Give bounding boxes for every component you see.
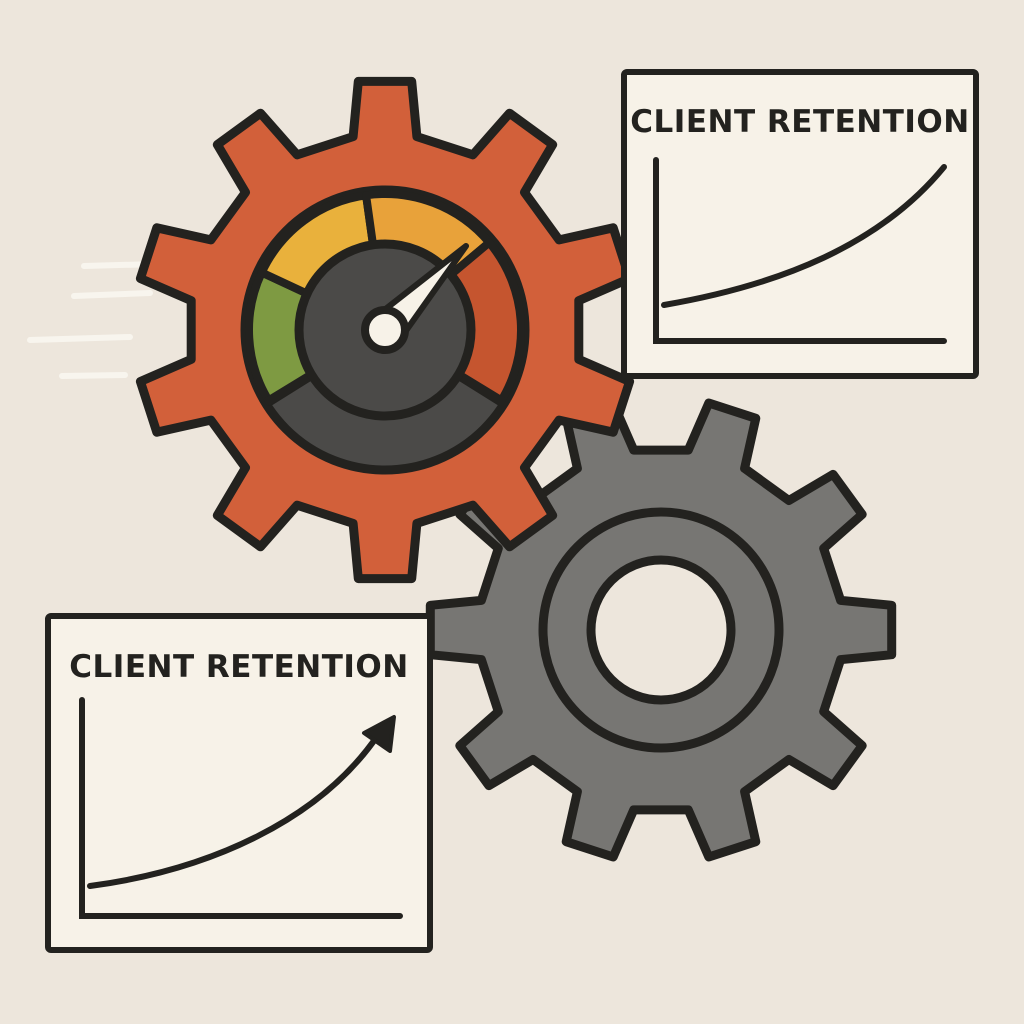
gray-gear-hole: [586, 555, 736, 705]
arrowhead-icon: [362, 715, 396, 753]
motion-line: [71, 290, 153, 299]
motion-line: [27, 334, 133, 343]
client-retention-card-bottom: CLIENT RETENTION: [45, 613, 433, 953]
card-frame: [45, 613, 433, 953]
speedometer-gauge-icon: [240, 185, 530, 475]
gauge-needle-hub: [361, 306, 409, 354]
retention-trend-line: [661, 164, 947, 308]
card-title: CLIENT RETENTION: [69, 649, 408, 685]
card-frame: [621, 69, 979, 379]
motion-line: [59, 372, 128, 379]
client-retention-card-top: CLIENT RETENTION: [621, 69, 979, 379]
gray-gear-ring: [538, 507, 784, 753]
retention-trend-line: [87, 732, 381, 889]
card-title: CLIENT RETENTION: [630, 104, 969, 140]
chart-axes: [79, 697, 403, 919]
chart-axes: [653, 157, 947, 344]
